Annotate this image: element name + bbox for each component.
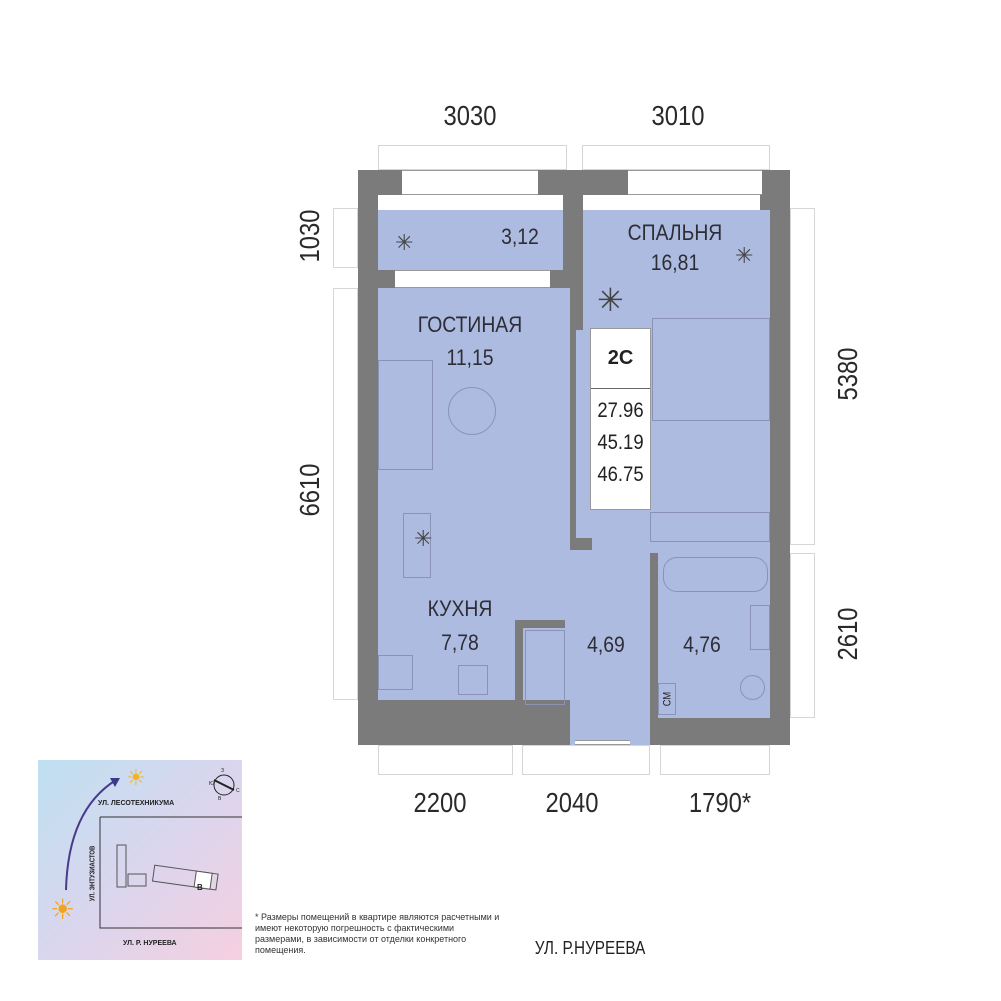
washing-machine: СМ: [658, 683, 676, 715]
sofa: [378, 360, 433, 470]
room-name: КУХНЯ: [427, 596, 493, 621]
partition-wall: [570, 538, 592, 550]
sun-icon: ☀: [126, 765, 146, 790]
compass-e: С: [236, 788, 240, 794]
entrance: [570, 700, 633, 745]
window-gap: [583, 195, 760, 210]
window: [628, 170, 762, 195]
compass-s: В: [218, 796, 222, 802]
dim-line: [522, 745, 650, 775]
washing-machine-label: СМ: [661, 691, 674, 707]
dim-line: [790, 208, 815, 545]
living-area: 27.96: [597, 399, 644, 422]
room-name: СПАЛЬНЯ: [627, 220, 723, 245]
plant-icon: ✳: [395, 230, 414, 255]
location-minimap: ☀ ☀ УЛ. ЛЕСОТЕХНИКУМА УЛ. ЭНТУЗИАСТОВ УЛ…: [38, 760, 242, 960]
rug: [448, 387, 496, 435]
entrance-door[interactable]: [575, 740, 630, 745]
room-area: 4,69: [587, 632, 625, 657]
dim-line: [333, 288, 358, 700]
room-area: 11,15: [446, 345, 494, 370]
footnote: * Размеры помещений в квартире являются …: [255, 912, 500, 955]
dim-top-1: 3030: [443, 100, 497, 131]
dim-right-2: 2610: [832, 607, 863, 661]
dim-line: [582, 145, 770, 170]
room-living-kitchen: [378, 288, 570, 700]
bathtub: [663, 557, 768, 592]
plant-icon: ✳: [735, 243, 754, 268]
toilet: [740, 675, 765, 700]
section-label: В: [197, 883, 203, 892]
window: [402, 170, 538, 195]
partition-wall: [570, 330, 576, 545]
dim-right-1: 5380: [832, 347, 863, 401]
dim-bottom-1: 2200: [413, 787, 467, 818]
dim-line: [333, 208, 358, 268]
dim-left-1: 1030: [294, 209, 325, 263]
room-area: 16,81: [650, 250, 700, 275]
bath-wall: [650, 553, 658, 608]
room-area: 4,76: [683, 632, 721, 657]
street-label: УЛ. ЛЕСОТЕХНИКУМА: [98, 800, 175, 807]
dim-bottom-2: 2040: [545, 787, 599, 818]
closet-wall: [515, 620, 565, 628]
compass-n: З: [221, 768, 225, 774]
dim-line: [790, 553, 815, 718]
dim-line: [378, 145, 567, 170]
balcony-window: [395, 270, 550, 288]
plant-icon: ✳: [414, 526, 433, 551]
plant-icon: ✳: [597, 282, 624, 318]
total-area-with-balcony: 46.75: [597, 463, 644, 486]
sink: [458, 665, 488, 695]
wardrobe: [525, 630, 565, 705]
room-area: 3,12: [501, 224, 539, 249]
washbasin: [750, 605, 770, 650]
bath-wall: [650, 655, 658, 745]
street-label: УЛ. ЭНТУЗИАСТОВ: [89, 845, 97, 902]
closet-wall: [515, 620, 523, 705]
stove: [378, 655, 413, 690]
bed: [652, 318, 770, 421]
room-hall-top: [592, 545, 770, 553]
wardrobe: [650, 512, 770, 542]
compass-w: Ю: [209, 781, 215, 787]
room-area: 7,78: [441, 630, 479, 655]
street-name: УЛ. Р.НУРЕЕВА: [534, 938, 646, 958]
balcony-gap: [378, 195, 563, 210]
total-area: 45.19: [597, 431, 644, 454]
dim-bottom-3: 1790*: [688, 787, 752, 818]
dim-line: [378, 745, 513, 775]
sun-path-arrow-icon: [65, 774, 242, 929]
street-label: УЛ. Р. НУРЕЕВА: [123, 940, 177, 947]
sun-icon: ☀: [50, 894, 76, 925]
dim-left-2: 6610: [294, 463, 325, 517]
dim-line: [660, 745, 770, 775]
room-balcony: [378, 210, 563, 270]
room-name: ГОСТИНАЯ: [417, 312, 523, 337]
apartment-type: 2С: [591, 329, 650, 389]
apartment-info-box: 2С 27.96 45.19 46.75: [590, 328, 651, 510]
dining-table: [403, 513, 431, 578]
dim-top-2: 3010: [651, 100, 705, 131]
